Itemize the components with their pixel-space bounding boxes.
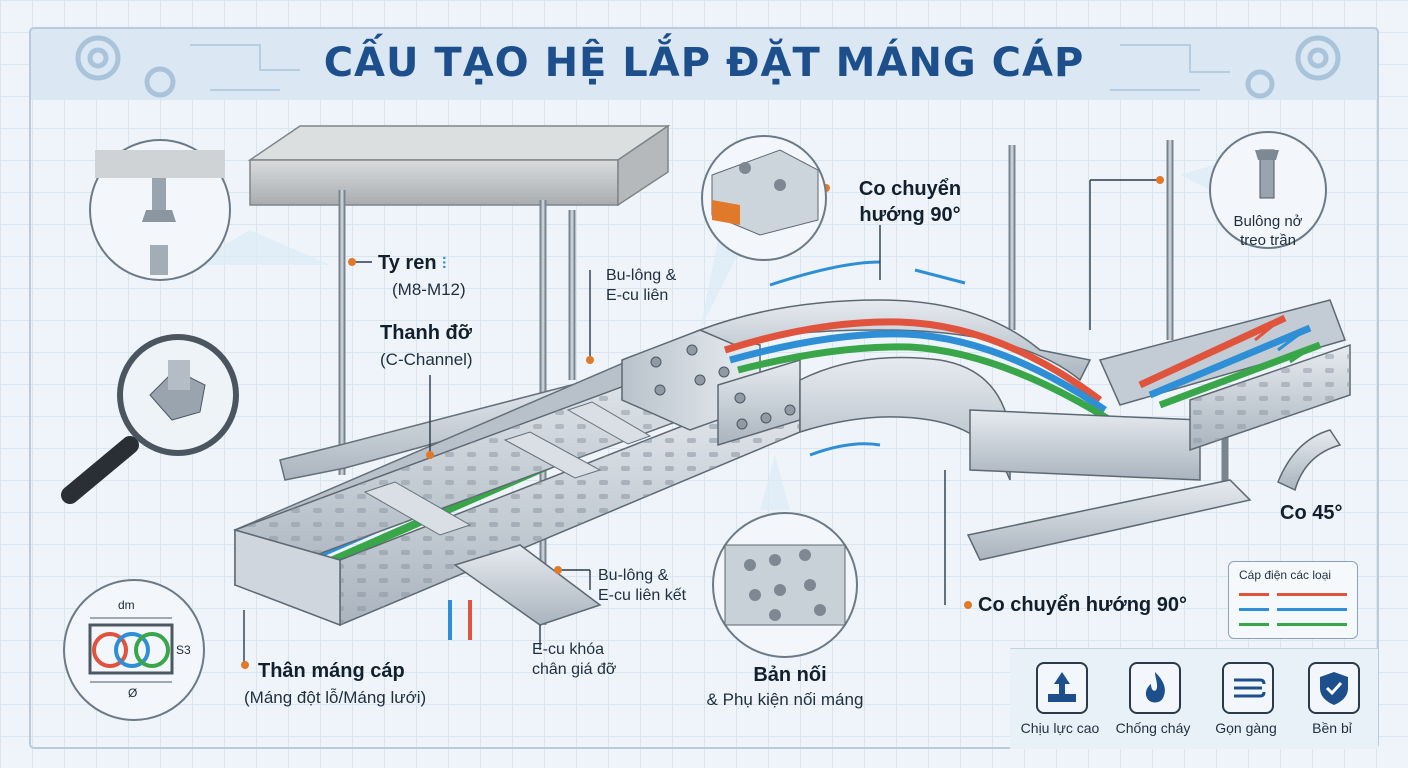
label-ecu-khoa-line1: E-cu khóa <box>532 641 605 658</box>
splice-plate <box>621 329 801 447</box>
elbow-90-tray <box>697 299 1201 481</box>
feature-label-tidy: Gọn gàng <box>1215 720 1277 736</box>
label-co-chuyen-top: Co chuyển hướng 90° <box>835 176 985 228</box>
legend-swatch-red <box>1239 593 1269 596</box>
legend-title: Cáp điện các loại <box>1239 568 1332 582</box>
label-bulong-no: Bulông nở treo trần <box>1218 212 1318 250</box>
splice-plate-bubble <box>712 455 858 658</box>
shield-icon <box>1320 672 1348 705</box>
label-thanh-do: Thanh đỡ <box>380 322 472 344</box>
feature-load <box>1036 662 1088 714</box>
cable-legend: Cáp điện các loại <box>1228 561 1358 639</box>
dim-s3: S3 <box>176 643 191 657</box>
label-ecu-khoa: E-cu khóa chân giá đỡ <box>532 640 616 680</box>
label-bulong-no-line2: treo trần <box>1240 232 1296 249</box>
rod-icon: ⫶ <box>442 256 447 273</box>
cable-icon <box>1234 678 1266 698</box>
legend-swatch-blue <box>1239 608 1269 611</box>
label-bulong-lien-line1: Bu-lông & <box>606 267 677 284</box>
gear-icon <box>75 35 1341 99</box>
label-bulong-lien-line2: E-cu liên <box>606 287 669 304</box>
label-bulong-lienket: Bu-lông & E-cu liên kết <box>598 566 686 606</box>
legend-swatch-green <box>1239 623 1269 626</box>
label-co-chuyen-top-line1: Co chuyển <box>858 178 962 200</box>
legend-line-blue <box>1277 608 1347 611</box>
header-band <box>30 28 1378 100</box>
label-ty-ren-sub: (M8-M12) <box>392 280 466 299</box>
ceiling-anchor-bubble <box>89 139 330 281</box>
cable-tray-body <box>233 329 801 627</box>
label-ty-ren-text: Ty ren <box>378 252 437 274</box>
feature-label-fire: Chống cháy <box>1115 720 1191 736</box>
label-co-chuyen-bottom: Co chuyển hướng 90° <box>978 594 1187 616</box>
label-ecu-khoa-line2: chân giá đỡ <box>532 661 617 678</box>
label-ty-ren: Ty ren ⫶ <box>378 252 446 275</box>
label-thanh-do-sub: (C-Channel) <box>380 350 473 369</box>
load-icon <box>1048 672 1076 702</box>
feature-tidy <box>1222 662 1274 714</box>
label-than-mang: Thân máng cáp <box>258 660 405 682</box>
dim-dm: dm <box>118 598 135 612</box>
elbow-bracket-bubble <box>700 135 827 330</box>
legend-line-red <box>1277 593 1347 596</box>
cross-section-bubble <box>63 579 205 721</box>
label-ban-noi-sub: & Phụ kiện nối máng <box>706 690 864 709</box>
elbow-45-fitting <box>1277 429 1342 492</box>
label-co-chuyen-top-line2: hướng 90° <box>859 204 961 226</box>
label-bulong-no-line1: Bulông nở <box>1233 213 1303 230</box>
feature-label-durable: Bền bỉ <box>1312 720 1352 736</box>
concrete-ceiling-slab <box>247 124 671 207</box>
page-title: CẤU TẠO HỆ LẮP ĐẶT MÁNG CÁP <box>323 40 1085 86</box>
label-bulong-lien: Bu-lông & E-cu liên <box>606 266 676 306</box>
dim-phi: Ø <box>128 686 138 700</box>
right-cable-tray <box>1098 299 1351 452</box>
magnifier-nut-detail <box>61 334 239 504</box>
legend-line-green <box>1277 623 1347 626</box>
c-channel-right <box>966 479 1252 561</box>
flow-arrows <box>769 260 966 457</box>
label-co-45: Co 45° <box>1280 502 1343 524</box>
anchor-bolt-bubble <box>1180 131 1327 249</box>
fire-icon <box>1145 672 1165 703</box>
label-bulong-lienket-line1: Bu-lông & <box>598 567 669 584</box>
label-than-mang-sub: (Máng đột lỗ/Máng lưới) <box>244 688 427 707</box>
feature-fire <box>1129 662 1181 714</box>
feature-label-load: Chịu lực cao <box>1020 720 1100 736</box>
c-channel-front <box>453 544 602 626</box>
label-bulong-lienket-line2: E-cu liên kết <box>598 587 687 604</box>
feature-durable <box>1308 662 1360 714</box>
label-ban-noi: Bản nối <box>753 664 827 686</box>
